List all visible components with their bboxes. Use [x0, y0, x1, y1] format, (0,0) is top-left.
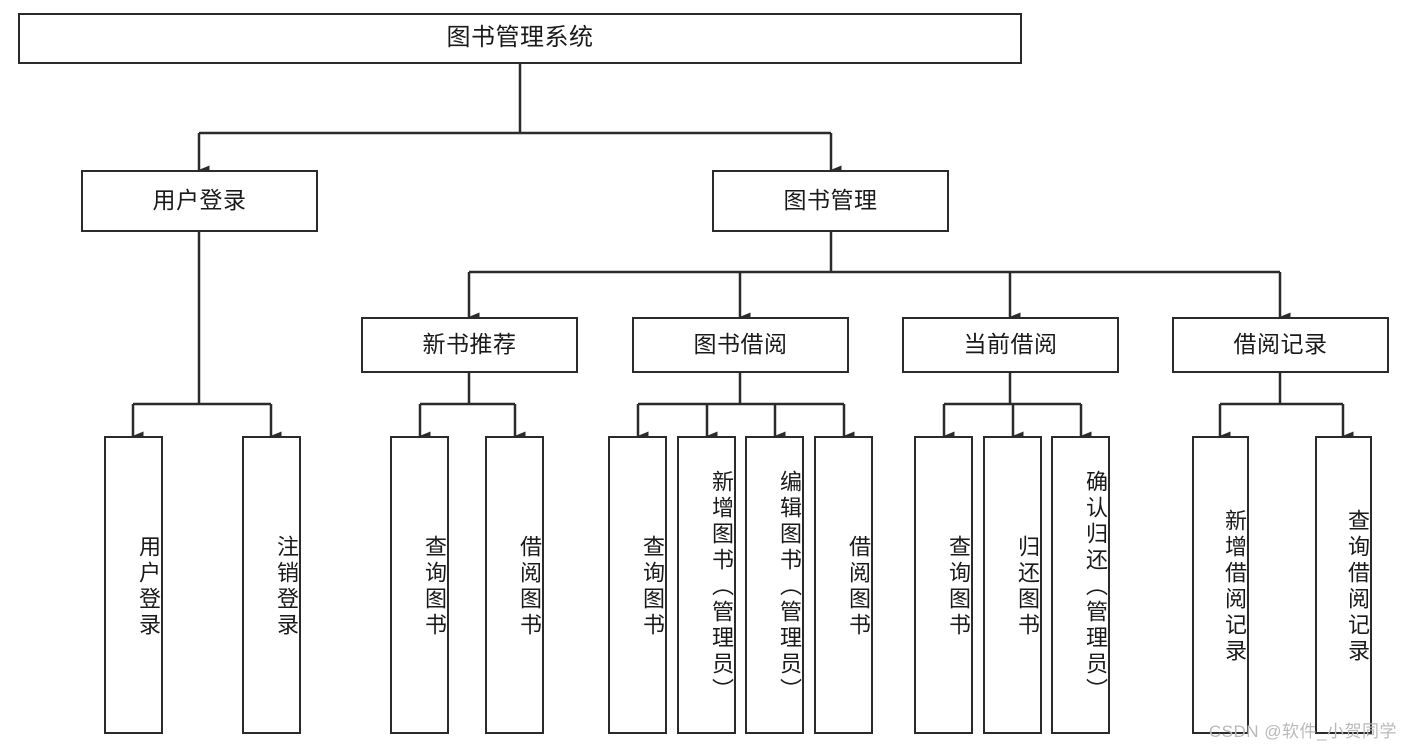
leaf-user-login-login[interactable]: 用户登录 — [104, 436, 163, 734]
node-book-management[interactable]: 图书管理 — [712, 170, 949, 232]
leaf-book-borrow-add[interactable]: 新增图书（管理员） — [677, 436, 736, 734]
leaf-current-borrow-confirm-return[interactable]: 确认归还（管理员） — [1051, 436, 1110, 734]
node-label: 借阅记录 — [1233, 331, 1328, 358]
node-label: 编辑图书（管理员） — [777, 470, 802, 704]
watermark-text: CSDN @软件_小贺同学 — [1208, 722, 1397, 741]
leaf-book-borrow-query[interactable]: 查询图书 — [608, 436, 667, 734]
node-label: 新书推荐 — [422, 331, 517, 358]
node-label: 图书借阅 — [693, 331, 788, 358]
leaf-borrow-record-add[interactable]: 新增借阅记录 — [1192, 436, 1249, 734]
node-label: 用户登录 — [152, 187, 247, 214]
node-label: 查询图书 — [640, 535, 665, 639]
node-label: 查询借阅记录 — [1345, 509, 1370, 665]
leaf-user-login-logout[interactable]: 注销登录 — [242, 436, 301, 734]
node-book-borrow[interactable]: 图书借阅 — [632, 317, 849, 373]
leaf-borrow-record-query[interactable]: 查询借阅记录 — [1315, 436, 1372, 734]
node-label: 查询图书 — [946, 535, 971, 639]
node-root-system[interactable]: 图书管理系统 — [18, 13, 1022, 64]
node-label: 用户登录 — [136, 535, 161, 639]
leaf-book-borrow-edit[interactable]: 编辑图书（管理员） — [745, 436, 804, 734]
node-label: 借阅图书 — [517, 535, 542, 639]
node-label: 新增借阅记录 — [1222, 509, 1247, 665]
node-new-book-recommend[interactable]: 新书推荐 — [361, 317, 578, 373]
node-label: 新增图书（管理员） — [709, 470, 734, 704]
leaf-book-borrow-borrow[interactable]: 借阅图书 — [814, 436, 873, 734]
node-current-borrow[interactable]: 当前借阅 — [902, 317, 1119, 373]
node-borrow-record[interactable]: 借阅记录 — [1172, 317, 1389, 373]
leaf-new-book-query[interactable]: 查询图书 — [390, 436, 449, 734]
node-label: 归还图书 — [1015, 535, 1040, 639]
node-label: 确认归还（管理员） — [1083, 470, 1108, 704]
leaf-current-borrow-query[interactable]: 查询图书 — [914, 436, 973, 734]
node-label: 查询图书 — [422, 535, 447, 639]
node-label: 借阅图书 — [846, 535, 871, 639]
node-user-login[interactable]: 用户登录 — [81, 170, 318, 232]
leaf-current-borrow-return[interactable]: 归还图书 — [983, 436, 1042, 734]
node-label: 当前借阅 — [963, 331, 1058, 358]
node-label: 图书管理 — [783, 187, 878, 214]
node-label: 注销登录 — [274, 535, 299, 639]
node-label: 图书管理系统 — [446, 24, 594, 52]
leaf-new-book-borrow[interactable]: 借阅图书 — [485, 436, 544, 734]
